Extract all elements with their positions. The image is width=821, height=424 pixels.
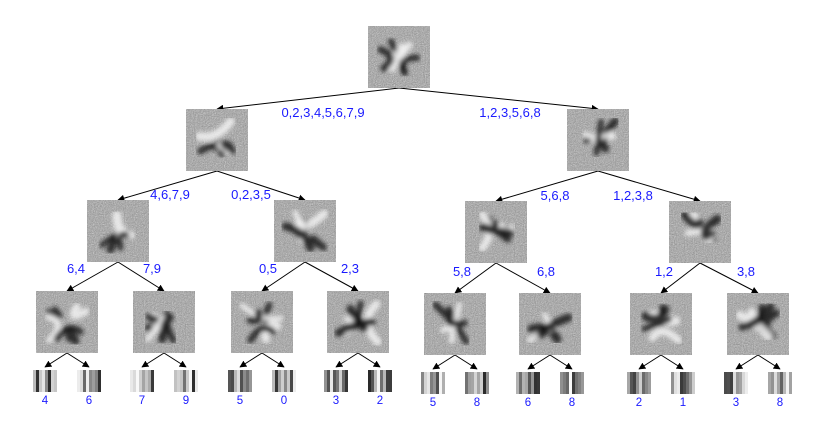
edge-label-n14: 3,8 — [737, 264, 755, 279]
edge-n0-n2 — [398, 87, 599, 112]
leaf-label: 0 — [281, 395, 287, 407]
leaf-edge — [735, 354, 759, 370]
edge-label-n8: 7,9 — [143, 261, 161, 276]
edge-n3-n8 — [117, 261, 165, 292]
leaf-barcode — [516, 372, 540, 394]
leaf-barcode — [421, 372, 445, 394]
leaf-edge — [638, 354, 662, 370]
leaf-label: 6 — [525, 397, 531, 409]
leaf-label: 8 — [569, 397, 575, 409]
edge-n2-n5 — [495, 170, 599, 203]
leaf-barcode — [324, 370, 348, 392]
edge-n4-n10 — [304, 261, 359, 292]
leaf-label: 5 — [237, 395, 243, 407]
leaf-label: 6 — [86, 395, 92, 407]
leaf-label: 1 — [680, 397, 686, 409]
lll-filter — [36, 291, 98, 353]
leaf-label: 2 — [636, 397, 642, 409]
leaf-barcode — [724, 372, 748, 394]
leaf-label: 9 — [183, 395, 189, 407]
edge-label-n13: 1,2 — [655, 264, 673, 279]
leaf-edge — [357, 352, 381, 368]
rrr-filter — [727, 293, 789, 355]
leaf-label: 8 — [474, 397, 480, 409]
leaf-edge — [549, 354, 573, 370]
leaf-barcode — [272, 370, 296, 392]
leaf-edge — [757, 354, 781, 370]
lr-filter — [274, 200, 336, 262]
edge-n6-n13 — [660, 262, 701, 294]
leaf-label: 7 — [139, 395, 145, 407]
edge-label-n4: 0,2,3,5 — [231, 187, 271, 202]
lrl-filter — [231, 291, 293, 353]
llr-filter — [133, 291, 195, 353]
leaf-label: 5 — [430, 397, 436, 409]
edge-label-n11: 5,8 — [453, 264, 471, 279]
edge-label-n10: 2,3 — [341, 261, 359, 276]
edge-label-n7: 6,4 — [67, 261, 85, 276]
edge-n5-n12 — [495, 262, 551, 294]
leaf-edge — [261, 352, 285, 368]
leaf-edge — [432, 354, 456, 370]
leaf-label: 3 — [333, 395, 339, 407]
rll-filter — [424, 293, 486, 355]
leaf-barcode — [560, 372, 584, 394]
right-filter — [567, 109, 629, 171]
rr-filter — [669, 201, 731, 263]
leaf-barcode — [33, 370, 57, 392]
edge-label-n2: 1,2,3,5,6,8 — [479, 105, 540, 120]
leaf-edge — [660, 354, 684, 370]
leaf-edge — [239, 352, 263, 368]
root-filter — [368, 26, 430, 88]
leaf-barcode — [465, 372, 489, 394]
leaf-barcode — [77, 370, 101, 392]
left-filter — [186, 109, 248, 171]
leaf-edge — [66, 352, 90, 368]
edge-n0-n1 — [216, 87, 400, 112]
edge-n5-n11 — [454, 262, 497, 294]
leaf-label: 8 — [777, 397, 783, 409]
edge-label-n6: 1,2,3,8 — [613, 188, 653, 203]
leaf-label: 4 — [42, 395, 49, 407]
edge-label-n12: 6,8 — [537, 264, 555, 279]
edge-n1-n4 — [216, 170, 306, 202]
lrr-filter — [327, 291, 389, 353]
rlr-filter — [519, 293, 581, 355]
edge-n2-n6 — [597, 170, 701, 203]
edge-n4-n9 — [261, 261, 306, 292]
edge-n3-n7 — [66, 261, 119, 292]
rl-filter — [465, 201, 527, 263]
leaf-barcode — [768, 372, 792, 394]
edge-n1-n3 — [117, 170, 218, 202]
edge-n6-n14 — [699, 262, 759, 294]
leaf-edge — [527, 354, 551, 370]
leaf-label: 3 — [733, 397, 739, 409]
leaf-barcode — [174, 370, 198, 392]
edge-label-n5: 5,6,8 — [541, 188, 570, 203]
edge-label-n1: 0,2,3,4,5,6,7,9 — [281, 105, 364, 120]
leaf-edge — [163, 352, 187, 368]
leaf-edge — [454, 354, 478, 370]
leaf-barcode — [228, 370, 252, 392]
leaf-barcode — [368, 370, 392, 392]
leaf-label: 2 — [377, 395, 383, 407]
edge-label-n3: 4,6,7,9 — [150, 187, 190, 202]
leaf-barcode — [671, 372, 695, 394]
rrl-filter — [630, 293, 692, 355]
edge-label-n9: 0,5 — [259, 261, 277, 276]
leaf-edge — [335, 352, 359, 368]
leaf-edge — [44, 352, 68, 368]
leaf-barcode — [627, 372, 651, 394]
leaf-barcode — [130, 370, 154, 392]
ll-filter — [87, 200, 149, 262]
leaf-edge — [141, 352, 165, 368]
